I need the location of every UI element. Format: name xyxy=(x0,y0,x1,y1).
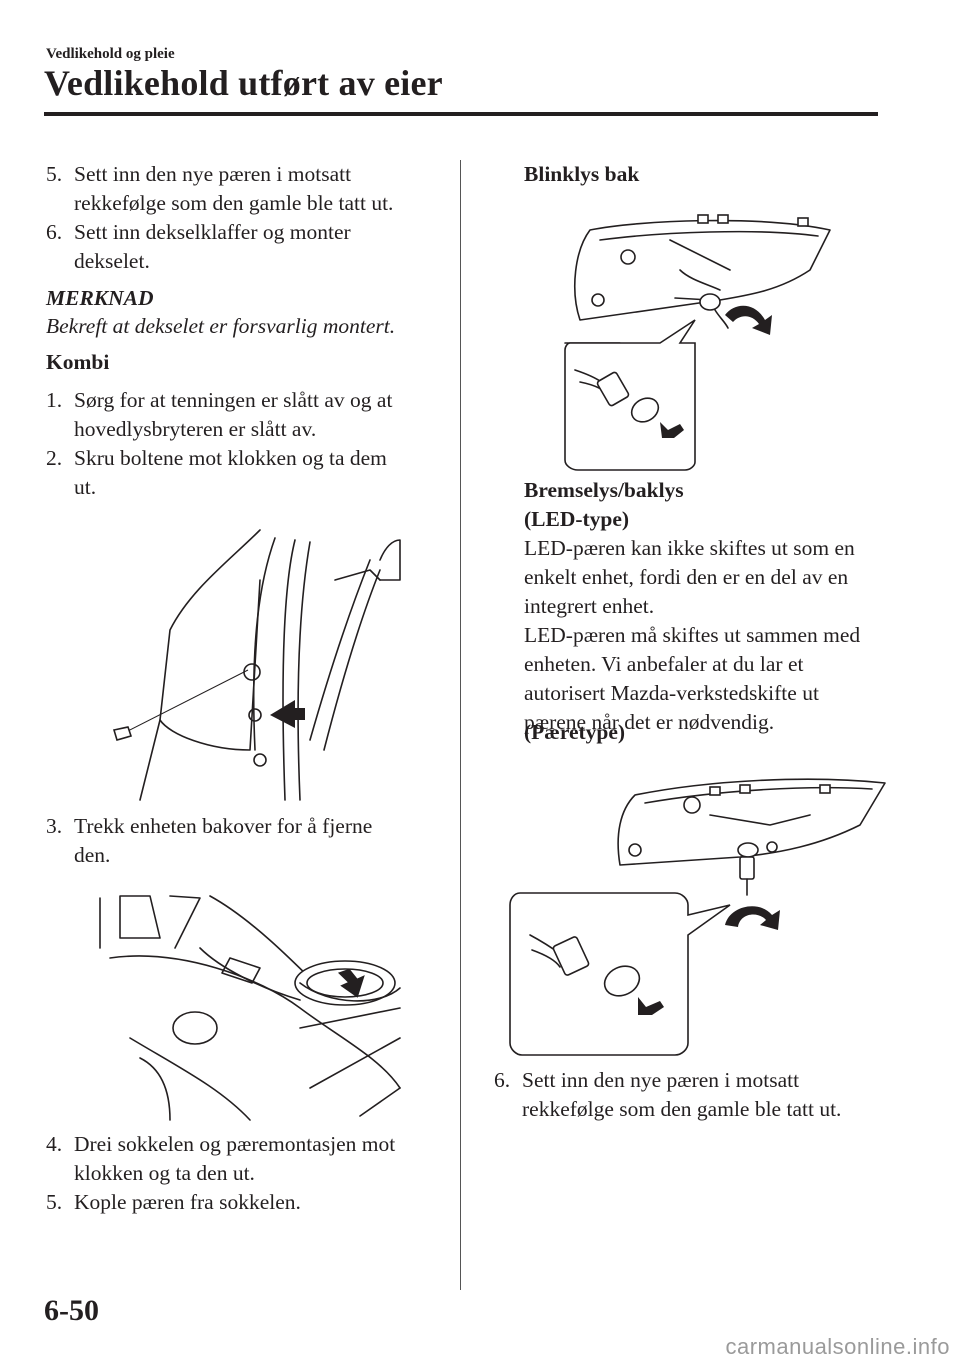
page-number: 6-50 xyxy=(44,1294,99,1327)
list-item: 2. Skru boltene mot klokken og ta dem ut… xyxy=(46,446,387,499)
blinklys-heading: Blinklys bak xyxy=(524,162,640,186)
list-item: 6. Sett inn dekselklaffer og monter deks… xyxy=(46,220,351,273)
column-divider xyxy=(460,160,461,1290)
list-item: 1. Sørg for at tenningen er slått av og … xyxy=(46,388,393,441)
bolt-removal-illustration xyxy=(112,529,401,801)
pull-unit-illustration xyxy=(99,895,401,1121)
led-text-1: LED-pæren kan ikke skiftes ut som en enk… xyxy=(524,536,855,618)
list-item: 6. Sett inn den nye pæren i motsatt rekk… xyxy=(494,1068,842,1121)
led-text-2: LED-pæren må skiftes ut sammen med enhet… xyxy=(524,623,861,734)
list-item: 5. Sett inn den nye pæren i motsatt rekk… xyxy=(46,162,394,215)
note-text: Bekreft at dekselet er forsvarlig monter… xyxy=(46,314,396,338)
paeretype-heading: (Pæretype) xyxy=(524,720,626,744)
led-type-heading: (LED-type) xyxy=(524,507,630,531)
bremselys-heading: Bremselys/baklys xyxy=(524,478,684,502)
header-rule xyxy=(44,112,878,116)
list-item: 3. Trekk enheten bakover for å fjerne de… xyxy=(46,814,373,867)
list-item: 4. Drei sokkelen og pæremontasjen mot kl… xyxy=(46,1132,396,1185)
brake-light-illustration xyxy=(509,778,886,1056)
list-item: 5. Kople pæren fra sokkelen. xyxy=(46,1190,301,1214)
turn-signal-illustration xyxy=(564,214,831,471)
section-label: Vedlikehold og pleie xyxy=(46,46,175,62)
watermark: carmanualsonline.info xyxy=(725,1334,950,1359)
page-title: Vedlikehold utført av eier xyxy=(44,63,443,103)
note-label: MERKNAD xyxy=(46,286,154,310)
kombi-heading: Kombi xyxy=(46,350,110,374)
